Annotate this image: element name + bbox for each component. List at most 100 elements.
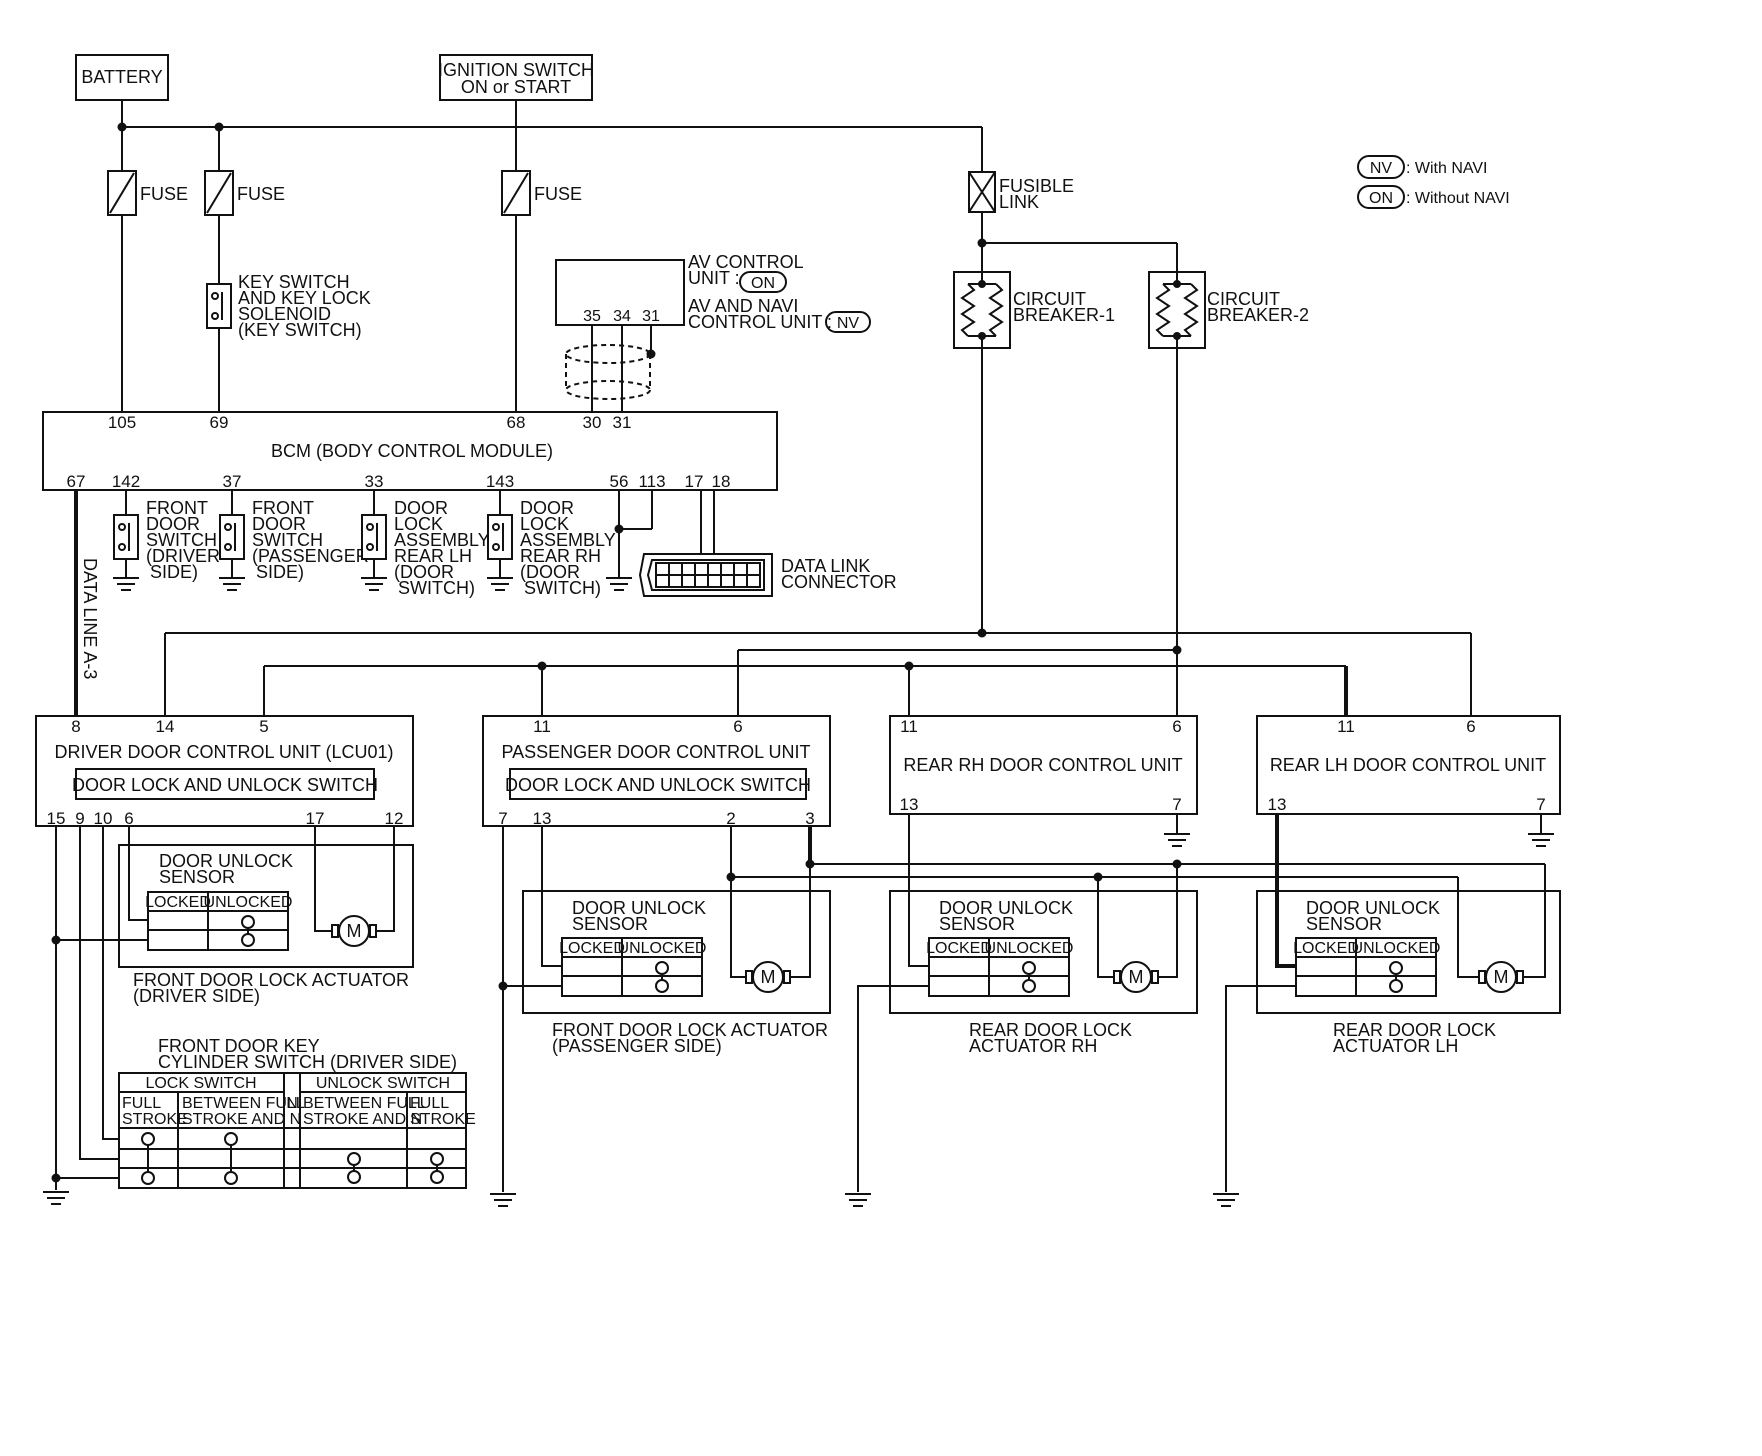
- drv-actuator-label-2: (DRIVER SIDE): [133, 986, 260, 1006]
- av-pin-35: 35: [583, 308, 601, 325]
- lock-between-2: STROKE AND N: [182, 1111, 301, 1128]
- bcm-pin-33: 33: [365, 472, 384, 491]
- sw-rear-lh-l5: (DOOR: [394, 562, 454, 582]
- fuse-1: FUSE: [107, 170, 188, 412]
- legend-on-text: : Without NAVI: [1406, 190, 1510, 207]
- distribution-buses: [164, 628, 1472, 716]
- bcm-pin-31: 31: [613, 413, 632, 432]
- fuse-2-label: FUSE: [237, 184, 285, 204]
- pas-pin-3: 3: [805, 809, 814, 828]
- rlh-motor-label: M: [1494, 967, 1509, 987]
- sw-passenger-l5: SIDE): [256, 562, 304, 582]
- dlc-pins: [655, 562, 761, 588]
- av-control-unit: 35 34 31 AV CONTROL UNIT : ON AV AND NAV…: [555, 252, 871, 333]
- front-door-switch-passenger: FRONT DOOR SWITCH (PASSENGER SIDE): [218, 490, 369, 591]
- av-label-1: AV CONTROL: [688, 252, 804, 272]
- circuit-breaker-1: CIRCUIT BREAKER-1: [953, 271, 1115, 633]
- rrh-pin-11: 11: [900, 717, 918, 736]
- rear-lh-wiring: [1212, 814, 1546, 1207]
- rrh-sensor-label-2: SENSOR: [939, 914, 1015, 934]
- key-switch-label-1: KEY SWITCH: [238, 272, 350, 292]
- key-cyl-label-2: CYLINDER SWITCH (DRIVER SIDE): [158, 1052, 457, 1072]
- rrh-actuator-label-2: ACTUATOR RH: [969, 1036, 1097, 1056]
- key-switch-label-3: SOLENOID: [238, 304, 331, 324]
- rrh-sensor-label-1: DOOR UNLOCK: [939, 898, 1073, 918]
- sw-rear-lh-l1: DOOR: [394, 498, 448, 518]
- bcm-title: BCM (BODY CONTROL MODULE): [271, 441, 553, 461]
- legend-nv-tag: [1357, 155, 1405, 179]
- rlh-sensor-label-2: SENSOR: [1306, 914, 1382, 934]
- cb1-label-1: CIRCUIT: [1013, 289, 1086, 309]
- rear-lh-door-control-unit: 11 6 REAR LH DOOR CONTROL UNIT 13 7: [1256, 715, 1561, 847]
- fuse-2: FUSE: [204, 170, 285, 412]
- sw-rear-rh-l4: REAR RH: [520, 546, 601, 566]
- av-on-tag-text: ON: [751, 275, 775, 292]
- legend-on-tag-text: ON: [1369, 190, 1393, 207]
- sw-passenger-l3: SWITCH: [252, 530, 323, 550]
- door-lock-assembly-rear-lh-switch: DOOR LOCK ASSEMBLY REAR LH (DOOR SWITCH): [360, 490, 490, 598]
- driver-lock-switch-box: [75, 768, 375, 800]
- drv-pin-8: 8: [71, 717, 80, 736]
- fuse-3: FUSE: [501, 170, 582, 412]
- passenger-unit-title: PASSENGER DOOR CONTROL UNIT: [501, 742, 810, 762]
- key-switch-label-2: AND KEY LOCK: [238, 288, 371, 308]
- sw-rear-rh-l3: ASSEMBLY: [520, 530, 616, 550]
- lock-between-1: BETWEEN FULL: [182, 1095, 305, 1112]
- rlh-unlocked-label: UNLOCKED: [1352, 940, 1441, 957]
- pas-sensor-label-2: SENSOR: [572, 914, 648, 934]
- bcm-pin-105: 105: [108, 413, 136, 432]
- cb2-label-1: CIRCUIT: [1207, 289, 1280, 309]
- passenger-actuator-wiring: [489, 826, 1545, 1207]
- sw-driver-l5: SIDE): [150, 562, 198, 582]
- pas-pin-11: 11: [533, 717, 551, 736]
- av-nv-tag-text: NV: [837, 315, 860, 332]
- power-bus: [117, 100, 983, 172]
- rrh-motor-label: M: [1129, 967, 1144, 987]
- unlock-between-2: STROKE AND N: [303, 1111, 422, 1128]
- bcm-pin-17: 17: [685, 472, 704, 491]
- passenger-lock-switch-box: [509, 768, 807, 800]
- pas-actuator-label-2: (PASSENGER SIDE): [552, 1036, 722, 1056]
- data-link-connector: DATA LINK CONNECTOR: [638, 490, 897, 597]
- shielded-cable: [565, 325, 656, 412]
- battery-box: BATTERY: [75, 54, 169, 101]
- cb2-label-2: BREAKER-2: [1207, 305, 1309, 325]
- av-label-2: UNIT :: [688, 268, 740, 288]
- dlc-label-2: CONNECTOR: [781, 572, 897, 592]
- pas-actuator-label-1: FRONT DOOR LOCK ACTUATOR: [552, 1020, 828, 1040]
- bcm-pin-18: 18: [712, 472, 731, 491]
- rlh-pin-11: 11: [1337, 717, 1355, 736]
- pas-pin-7: 7: [498, 809, 507, 828]
- fusible-link-label-1: FUSIBLE: [999, 176, 1074, 196]
- sw-rear-rh-l1: DOOR: [520, 498, 574, 518]
- pas-unlocked-label: UNLOCKED: [618, 940, 707, 957]
- fuse-1-label: FUSE: [140, 184, 188, 204]
- legend-on-tag: [1357, 185, 1405, 209]
- rrh-pin-7: 7: [1172, 795, 1181, 814]
- drv-pin-5: 5: [259, 717, 268, 736]
- drv-pin-17: 17: [306, 809, 325, 828]
- driver-unit-title: DRIVER DOOR CONTROL UNIT (LCU01): [54, 742, 393, 762]
- av-on-tag: [739, 271, 787, 293]
- av-label-3: AV AND NAVI: [688, 296, 798, 316]
- rlh-sensor-label-1: DOOR UNLOCK: [1306, 898, 1440, 918]
- pas-pin-6: 6: [733, 717, 742, 736]
- sw-driver-l4: (DRIVER: [146, 546, 220, 566]
- key-cylinder-wiring: [42, 826, 119, 1205]
- rear-lh-door-lock-actuator: DOOR UNLOCK SENSOR LOCKED UNLOCKED M REA…: [1256, 890, 1561, 1056]
- ignition-switch-box: IGNITION SWITCH ON or START: [438, 54, 594, 101]
- passenger-door-lock-actuator: DOOR UNLOCK SENSOR LOCKED UNLOCKED M FRO…: [522, 890, 831, 1056]
- pas-pin-2: 2: [726, 809, 735, 828]
- bcm-pin-69: 69: [210, 413, 229, 432]
- rrh-actuator-label-1: REAR DOOR LOCK: [969, 1020, 1132, 1040]
- bcm-pin-142: 142: [112, 472, 140, 491]
- rlh-actuator-label-1: REAR DOOR LOCK: [1333, 1020, 1496, 1040]
- driver-lock-switch-label: DOOR LOCK AND UNLOCK SWITCH: [72, 775, 378, 795]
- lock-full-2: STROKE: [122, 1111, 188, 1128]
- rrh-pin-6: 6: [1172, 717, 1181, 736]
- key-cyl-label-1: FRONT DOOR KEY: [158, 1036, 320, 1056]
- legend: NV : With NAVI ON : Without NAVI: [1357, 155, 1510, 209]
- av-pin-31: 31: [642, 308, 660, 325]
- legend-nv-text: : With NAVI: [1406, 160, 1488, 177]
- data-line-a3: DATA LINE A-3: [74, 490, 100, 716]
